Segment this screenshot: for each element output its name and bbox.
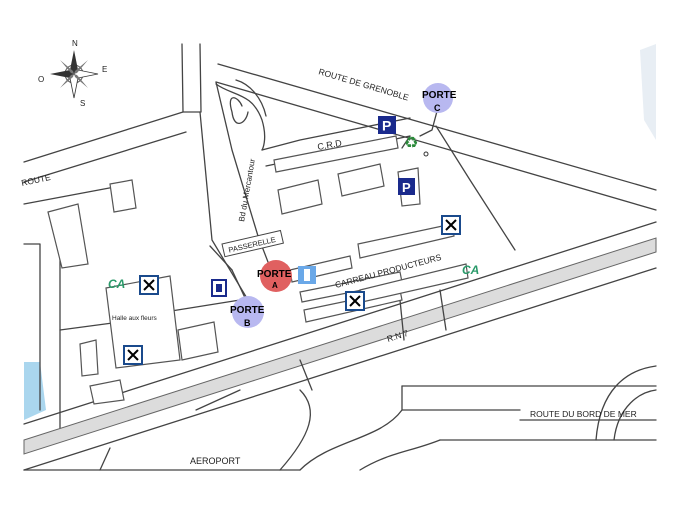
porte-b-marker[interactable]: PORTE B [230, 296, 265, 328]
fuel-station-icon[interactable] [211, 279, 227, 297]
place-label-halle: Halle aux fleurs [112, 315, 158, 322]
porte-c-line2: C [434, 103, 441, 113]
recycle-icon-glyph: ♻ [404, 133, 418, 152]
road-label-mercantour: Bd du Mercantour [237, 158, 257, 223]
restaurant-icon[interactable] [123, 345, 143, 365]
bank-icon[interactable]: CA [108, 277, 125, 291]
road-network [23, 43, 657, 471]
place-label-crd: C.R.D [317, 138, 343, 152]
compass-s: S [80, 99, 85, 108]
bank-icon[interactable]: CA [462, 263, 479, 277]
water-left [24, 362, 46, 420]
compass-n: N [72, 39, 78, 48]
parking-icon-letter: P [382, 118, 391, 134]
info-point-icon[interactable] [298, 266, 316, 284]
porte-a-marker[interactable]: PORTE A [257, 260, 292, 292]
restaurant-icon[interactable] [139, 275, 159, 295]
porte-b-circle [232, 296, 264, 328]
restaurant-icon[interactable] [345, 291, 365, 311]
recycle-icon[interactable]: ♻ [404, 133, 429, 157]
bank-icon-text: CA [108, 277, 125, 291]
buildings [47, 135, 469, 405]
compass-o: O [38, 75, 44, 84]
porte-c-circle [423, 83, 453, 113]
parking-icon[interactable]: P [398, 178, 415, 195]
road-label-aeroport: AEROPORT [190, 456, 241, 466]
water-right [640, 44, 656, 140]
bank-icon-text: CA [462, 263, 479, 277]
restaurant-icon[interactable] [441, 215, 461, 235]
porte-c-marker[interactable]: PORTE C [422, 83, 457, 113]
porte-c-line1: PORTE [422, 90, 457, 101]
porte-a-circle [260, 260, 292, 292]
compass-e: E [102, 65, 107, 74]
compass-rose: N E S O [38, 39, 107, 108]
porte-a-line2: A [272, 281, 278, 290]
road-label-route: ROUTE [20, 172, 52, 188]
passerelle-box: PASSERELLE [221, 229, 284, 258]
parking-icon-letter: P [402, 180, 411, 195]
porte-b-line2: B [244, 318, 251, 328]
porte-b-line1: PORTE [230, 305, 265, 316]
porte-a-line1: PORTE [257, 269, 292, 280]
parking-icon[interactable]: P [378, 116, 396, 134]
road-label-bord-de-mer: ROUTE DU BORD DE MER [530, 409, 637, 419]
